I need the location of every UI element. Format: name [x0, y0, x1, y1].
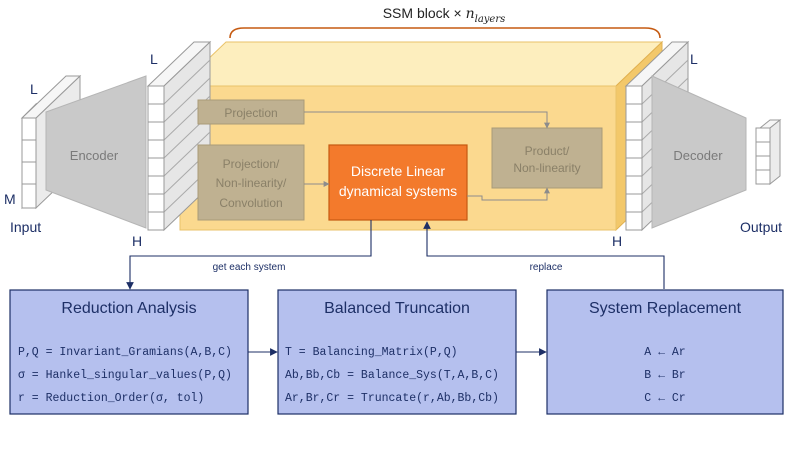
proj-nonlin-conv-line-3: Convolution: [219, 196, 282, 210]
block-in-dim-L: L: [150, 51, 158, 67]
block-input-layer-side-line: [163, 59, 211, 105]
block-in-dim-H: H: [132, 233, 142, 249]
block-out-dim-H: H: [612, 233, 622, 249]
output-tensor: [755, 118, 782, 186]
proj-nonlin-conv-line-1: Projection/: [223, 157, 280, 171]
replacement-line-3: C ← Cr: [644, 392, 685, 405]
replace-label: replace: [530, 262, 563, 273]
input-caption: Input: [10, 219, 41, 235]
arrow-get-each-system: [126, 220, 372, 290]
arrow-replace: [423, 221, 665, 289]
reduction-line-3: r = Reduction_Order(σ, tol): [18, 392, 204, 405]
input-dim-M: M: [4, 191, 16, 207]
block-input-layer-side-line: [163, 131, 211, 177]
decoder-shape: [651, 75, 747, 229]
balanced-line-2: Ab,Bb,Cb = Balance_Sys(T,A,B,C): [285, 369, 499, 382]
reduction-analysis-title: Reduction Analysis: [61, 300, 196, 317]
system-replacement-title: System Replacement: [589, 300, 742, 317]
proj-nonlin-conv-line-2: Non-linearity/: [216, 176, 287, 190]
product-box: [491, 127, 603, 189]
input-dim-L: L: [30, 81, 38, 97]
arrow-dls-to-product: [467, 187, 550, 201]
block-input-layer-side-line: [163, 77, 211, 123]
system-replacement-box: [546, 289, 784, 415]
replacement-line-1: A ← Ar: [644, 346, 685, 359]
reduction-line-2: σ = Hankel_singular_values(P,Q): [18, 369, 232, 382]
projection-label: Projection: [224, 106, 277, 120]
encoder-label: Encoder: [70, 148, 119, 163]
balanced-line-1: T = Balancing_Matrix(P,Q): [285, 346, 458, 359]
decoder-label: Decoder: [673, 148, 723, 163]
arrow-projection-to-product: [304, 111, 550, 129]
dls-line-1: Discrete Linear: [351, 163, 445, 179]
ssm-block-top: [178, 41, 664, 87]
balanced-line-3: Ar,Br,Cr = Truncate(r,Ab,Bb,Cb): [285, 392, 499, 405]
replacement-line-2: B ← Br: [644, 369, 685, 382]
ssm-brace: [229, 27, 661, 39]
get-each-system-label: get each system: [213, 262, 286, 273]
balanced-truncation-box: [277, 289, 517, 415]
dls-line-2: dynamical systems: [339, 183, 457, 199]
proj-nonlin-conv-box: [197, 144, 305, 221]
balanced-truncation-title: Balanced Truncation: [324, 300, 470, 317]
reduction-line-1: P,Q = Invariant_Gramians(A,B,C): [18, 346, 232, 359]
product-line-2: Non-linearity: [513, 161, 580, 175]
output-caption: Output: [740, 219, 782, 235]
encoder-shape: [45, 75, 147, 229]
ssm-block-label: SSM block × nlayers: [383, 5, 506, 25]
block-out-dim-L: L: [690, 51, 698, 67]
product-line-1: Product/: [525, 144, 570, 158]
